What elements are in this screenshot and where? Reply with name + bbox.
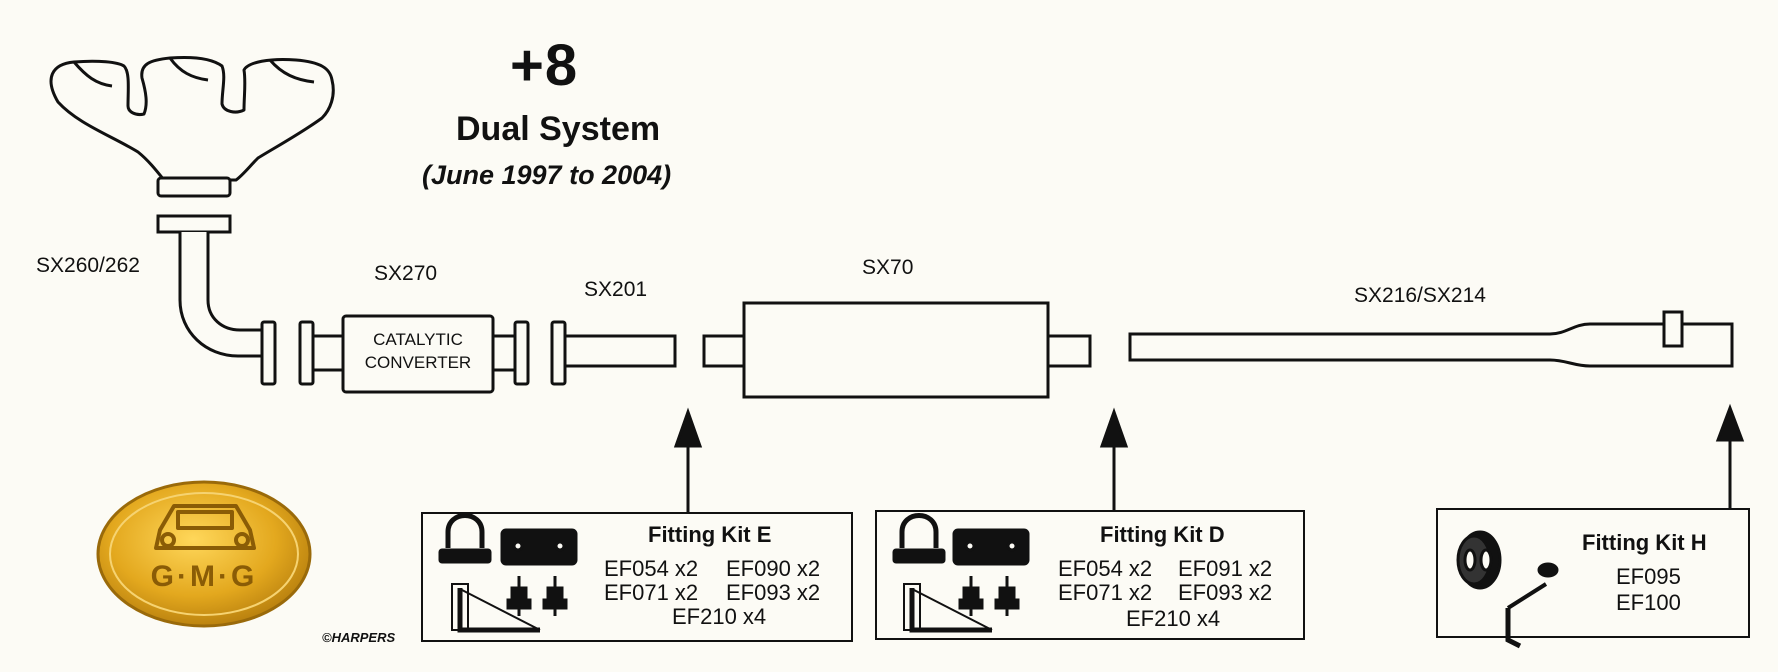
pointer-arrows [673, 403, 1745, 512]
catalytic-line-2: CONVERTER [364, 353, 472, 372]
label-manifold: SX260/262 [36, 254, 140, 277]
model-title: +8 [510, 33, 579, 98]
silencer [702, 301, 1092, 399]
label-front-pipe: SX201 [584, 278, 648, 301]
kit-e-item: EF054 x2 [604, 556, 699, 581]
copyright-text: ©HARPERS [322, 630, 396, 645]
label-catalytic: SX270 [374, 262, 438, 285]
years-subtitle: (June 1997 to 2004) [422, 160, 672, 190]
kit-h-icons [1456, 530, 1559, 649]
kit-e-title: Fitting Kit E [648, 522, 772, 547]
kit-e-item: EF093 x2 [726, 580, 821, 605]
exhaust-manifold [49, 56, 335, 198]
kit-d-icons [892, 513, 1030, 633]
rubber-mount-icon [506, 576, 568, 616]
kit-h-title: Fitting Kit H [1582, 530, 1707, 555]
u-clamp-icon [899, 513, 939, 548]
kit-h-item: EF095 [1616, 564, 1681, 589]
gmg-logo [96, 480, 312, 628]
fitting-kit-d [875, 510, 1305, 640]
tail-pipe [1128, 310, 1734, 368]
kit-e-icons [438, 513, 578, 633]
bracket-icon [952, 528, 1030, 566]
front-pipe [550, 320, 677, 386]
kit-d-item: EF071 x2 [1058, 580, 1153, 605]
kit-e-item: EF210 x4 [672, 604, 767, 629]
kit-d-item: EF091 x2 [1178, 556, 1273, 581]
fitting-kit-h [1436, 508, 1750, 638]
label-tail-pipe: SX216/SX214 [1354, 284, 1486, 307]
catalytic-line-1: CATALYTIC [373, 330, 463, 349]
bracket-icon [500, 528, 578, 566]
down-pipe [156, 214, 277, 386]
kit-h-item: EF100 [1616, 590, 1681, 615]
gmg-logo-text: G·M·G [150, 560, 258, 593]
car-front-icon [154, 504, 256, 550]
kit-e-item: EF090 x2 [726, 556, 821, 581]
catalytic-converter [298, 314, 530, 394]
rubber-mount-icon [958, 576, 1020, 616]
catalytic-text: CATALYTIC CONVERTER [343, 328, 493, 374]
label-silencer: SX70 [862, 256, 914, 279]
kit-e-item: EF071 x2 [604, 580, 699, 605]
kit-d-item: EF210 x4 [1126, 606, 1221, 631]
u-clamp-icon [445, 513, 485, 548]
rubber-ring-icon [1456, 530, 1502, 590]
fitting-kit-e [421, 512, 853, 642]
kit-d-item: EF054 x2 [1058, 556, 1153, 581]
kit-d-title: Fitting Kit D [1100, 522, 1225, 547]
system-title: Dual System [456, 110, 661, 148]
kit-d-item: EF093 x2 [1178, 580, 1273, 605]
hanger-bracket-icon [1505, 562, 1559, 649]
